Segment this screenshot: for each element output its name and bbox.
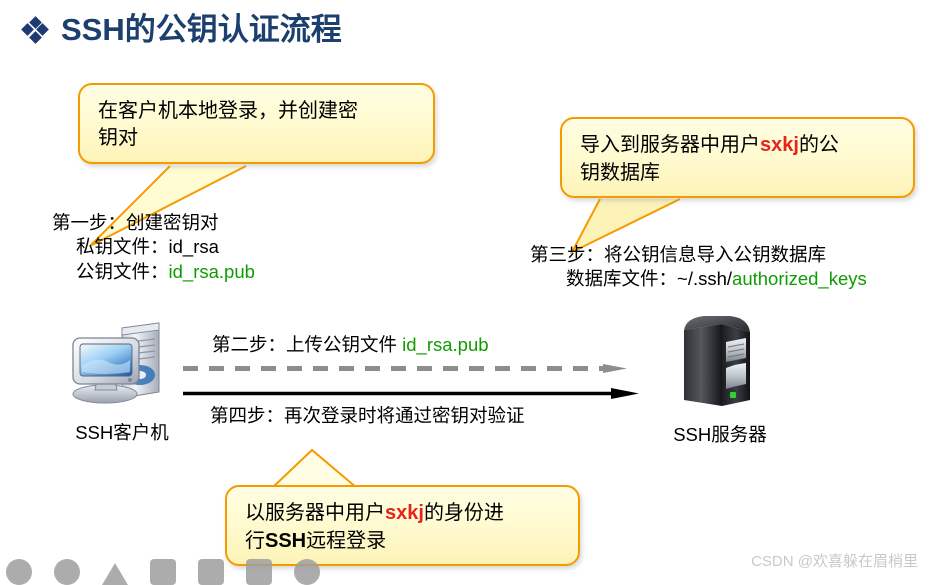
diamond-bullet-icon	[21, 15, 49, 44]
step3-heading: 第三步：将公钥信息导入公钥数据库	[530, 244, 827, 265]
step1-public-value: id_rsa.pub	[168, 260, 255, 282]
solid-arrow-right	[183, 388, 639, 399]
page-title-text: SSH的公钥认证流程	[61, 12, 342, 47]
callout-login-part2: 的身份进	[423, 500, 504, 524]
server-device: SSH服务器	[650, 310, 790, 447]
watermark: CSDN @欢喜躲在眉梢里	[751, 553, 918, 570]
client-device-caption: SSH客户机	[75, 422, 169, 443]
callout-import-part2: 的公	[798, 132, 839, 156]
bottom-window-icon[interactable]	[246, 559, 272, 585]
server-device-caption: SSH服务器	[673, 424, 767, 445]
callout-remote-login: 以服务器中用户sxkj的身份进 行SSH远程登录	[225, 485, 580, 566]
step3-text-block: 第三步：将公钥信息导入公钥数据库 数据库文件：~/.ssh/authorized…	[530, 243, 867, 292]
dashed-arrow-right	[183, 364, 627, 373]
bottom-circle-icon-1[interactable]	[6, 559, 32, 585]
step3-db-label: 数据库文件：	[566, 268, 678, 290]
step1-text-block: 第一步：创建密钥对 私钥文件：id_rsa 公钥文件：id_rsa.pub	[52, 211, 255, 284]
step3-db-path-file: authorized_keys	[732, 268, 867, 290]
callout-login-line2-prefix: 行	[245, 527, 265, 552]
step1-public-label: 公钥文件：	[76, 260, 169, 282]
step1-private-value: id_rsa	[168, 236, 219, 258]
step1-private-label: 私钥文件：	[76, 236, 169, 258]
bottom-video-icon[interactable]	[198, 559, 224, 585]
bottom-icon-strip	[0, 559, 320, 585]
callout-login-line2-suffix: 远程登录	[306, 527, 387, 552]
step4-arrow-label: 第四步：再次登录时将通过密钥对验证	[210, 405, 525, 426]
step2-label-prefix: 第二步：上传公钥文件	[212, 334, 403, 355]
step3-db-path-prefix: ~/.ssh/	[677, 268, 733, 290]
callout-import-pubkey: 导入到服务器中用户sxkj的公 钥数据库	[560, 117, 915, 198]
server-tower-icon	[684, 316, 750, 406]
callout-login-username: sxkj	[385, 502, 424, 524]
callout-login-keyword: SSH	[265, 529, 307, 552]
bottom-circle-icon-2[interactable]	[54, 559, 80, 585]
callout-create-keypair: 在客户机本地登录，并创建密 钥对	[78, 83, 435, 164]
step2-arrow-label: 第二步：上传公钥文件 id_rsa.pub	[212, 331, 489, 357]
bottom-camera-icon[interactable]	[150, 559, 176, 585]
client-device: SSH客户机	[52, 320, 192, 445]
bottom-triangle-icon[interactable]	[102, 563, 128, 585]
step1-heading: 第一步：创建密钥对	[52, 212, 219, 233]
callout-login-part1: 以服务器中用户	[245, 500, 385, 524]
desktop-computer-icon	[72, 322, 160, 404]
callout-import-part1: 导入到服务器中用户	[580, 132, 760, 156]
callout-import-line2: 钥数据库	[580, 159, 660, 184]
callout-create-line2: 钥对	[98, 124, 138, 149]
callout-create-line1: 在客户机本地登录，并创建密	[98, 98, 358, 122]
callout-import-username: sxkj	[760, 134, 799, 156]
bottom-circle-icon-3[interactable]	[294, 559, 320, 585]
step2-label-file: id_rsa.pub	[402, 334, 489, 355]
page-title: SSH的公钥认证流程	[21, 12, 342, 47]
